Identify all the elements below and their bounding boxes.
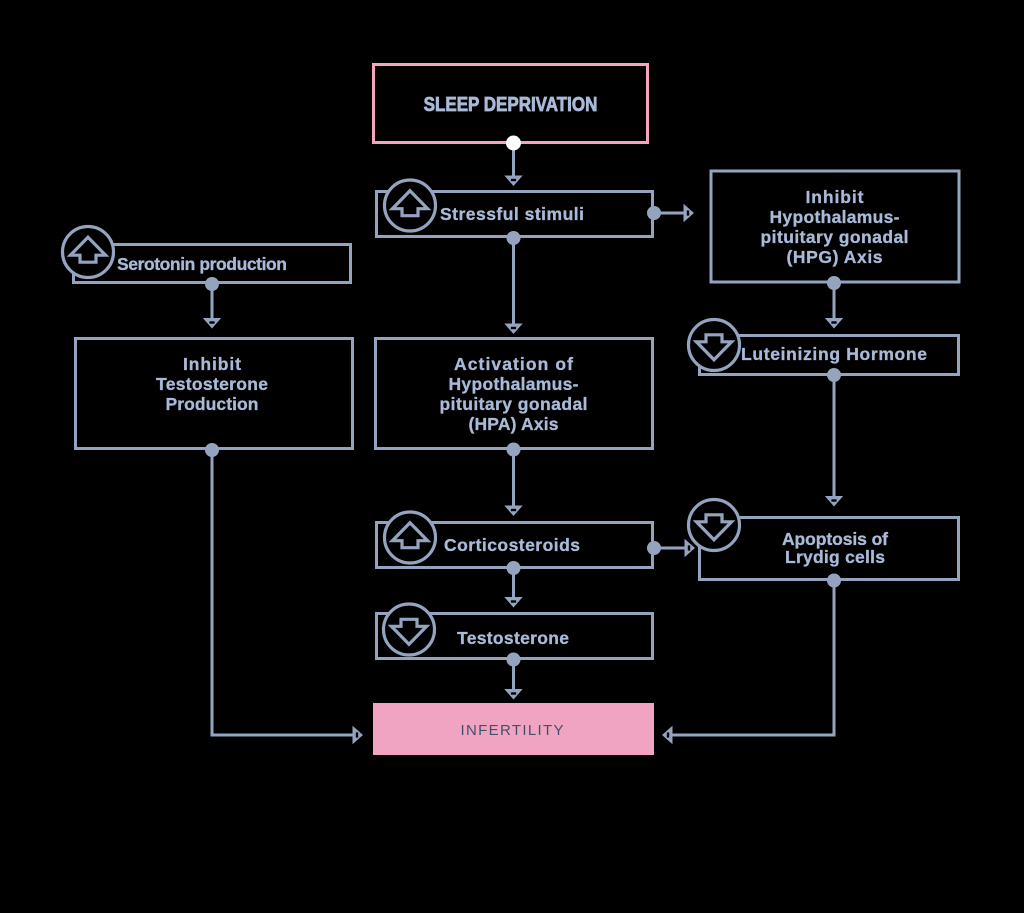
svg-text:Corticosteroids: Corticosteroids bbox=[444, 535, 580, 555]
svg-text:Lrydig cells: Lrydig cells bbox=[785, 547, 885, 567]
svg-text:Inhibit: Inhibit bbox=[183, 354, 241, 374]
svg-text:Activation of: Activation of bbox=[454, 354, 573, 374]
svg-text:Testosterone: Testosterone bbox=[156, 374, 268, 394]
svg-text:SLEEP DEPRIVATION: SLEEP DEPRIVATION bbox=[424, 93, 598, 116]
svg-text:INFERTILITY: INFERTILITY bbox=[461, 722, 566, 739]
svg-text:Testosterone: Testosterone bbox=[457, 628, 569, 648]
svg-text:Luteinizing Hormone: Luteinizing Hormone bbox=[741, 344, 927, 364]
svg-text:Serotonin production: Serotonin production bbox=[117, 254, 287, 274]
svg-text:Hypothalamus-: Hypothalamus- bbox=[449, 374, 579, 394]
svg-text:(HPA) Axis: (HPA) Axis bbox=[469, 414, 559, 434]
svg-text:Stressful stimuli: Stressful stimuli bbox=[440, 204, 584, 224]
svg-text:Apoptosis of: Apoptosis of bbox=[782, 529, 888, 549]
svg-text:pituitary gonadal: pituitary gonadal bbox=[761, 227, 909, 247]
svg-text:(HPG) Axis: (HPG) Axis bbox=[787, 247, 883, 267]
svg-text:Hypothalamus-: Hypothalamus- bbox=[770, 207, 900, 227]
svg-text:pituitary gonadal: pituitary gonadal bbox=[440, 394, 588, 414]
svg-text:Inhibit: Inhibit bbox=[806, 187, 864, 207]
svg-text:Production: Production bbox=[166, 394, 259, 414]
